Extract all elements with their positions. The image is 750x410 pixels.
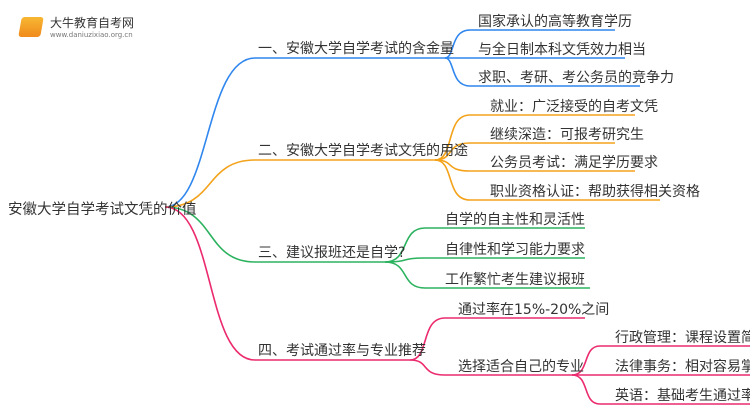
branch-2-child: 公务员考试：满足学历要求: [490, 155, 658, 171]
branch-4-child: 通过率在15%-20%之间: [458, 302, 610, 318]
logo: 大牛教育自考网 www.daniuzixiao.org.cn: [18, 14, 135, 39]
branch-1: 一、安徽大学自学考试的含金量: [258, 41, 454, 57]
branch-4: 四、考试通过率与专业推荐: [258, 343, 426, 359]
major-item: 行政管理：课程设置简单: [615, 330, 750, 346]
branch-1-lines: [164, 29, 640, 208]
branch-3: 三、建议报班还是自学?: [258, 245, 406, 261]
book-icon: [18, 16, 44, 37]
root-node: 安徽大学自学考试文凭的价值: [8, 202, 197, 218]
branch-4-child: 选择适合自己的专业: [458, 359, 584, 375]
branch-2-child: 职业资格认证：帮助获得相关资格: [490, 184, 700, 200]
branch-1-child: 国家承认的高等教育学历: [478, 14, 632, 30]
branch-1-child: 与全日制本科文凭效力相当: [478, 42, 646, 58]
branch-4-lines: [164, 206, 750, 405]
logo-name: 大牛教育自考网: [50, 16, 135, 30]
branch-3-lines: [164, 206, 590, 289]
major-item: 法律事务：相对容易掌握: [615, 359, 750, 375]
branch-3-child: 工作繁忙考生建议报班: [445, 272, 585, 288]
major-item: 英语：基础考生通过率高: [615, 388, 750, 404]
branch-2-child: 就业：广泛接受的自考文凭: [490, 99, 658, 115]
branch-2-lines: [164, 114, 660, 208]
branch-1-child: 求职、考研、考公务员的竞争力: [478, 70, 674, 86]
branch-2-child: 继续深造：可报考研究生: [490, 127, 644, 143]
branch-2: 二、安徽大学自学考试文凭的用途: [258, 143, 468, 159]
branch-3-child: 自律性和学习能力要求: [445, 242, 585, 258]
branch-3-child: 自学的自主性和灵活性: [445, 212, 585, 228]
logo-url: www.daniuzixiao.org.cn: [50, 31, 133, 39]
